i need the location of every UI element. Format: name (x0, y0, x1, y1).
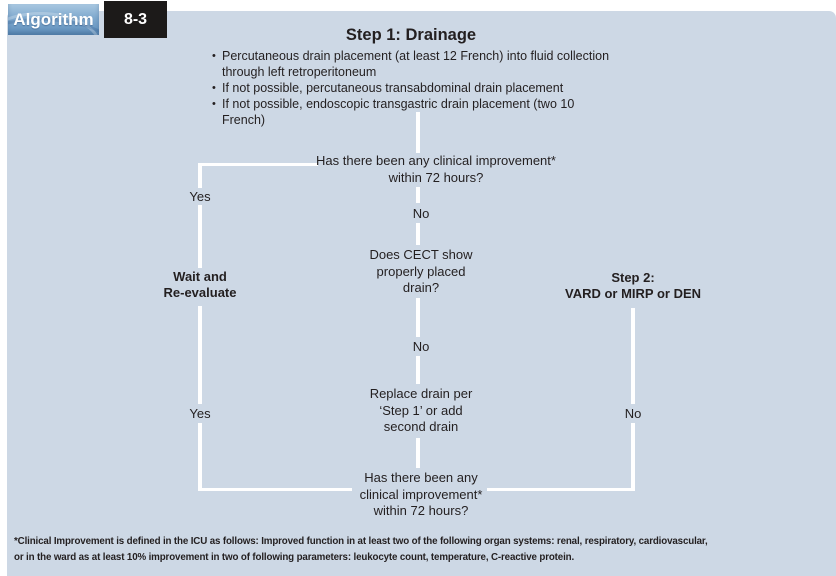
algorithm-badge: Algorithm (8, 4, 99, 35)
question-clinical-improvement-1: Has there been any clinical improvement*… (286, 153, 586, 186)
algorithm-number: 8-3 (123, 10, 148, 28)
question-line: Does CECT show (369, 247, 473, 262)
question-line: Has there been any (364, 470, 478, 485)
step1-bullet-list: • Percutaneous drain placement (at least… (212, 48, 616, 128)
connector-yes-to-wait (198, 205, 202, 268)
step1-bullet: • If not possible, endoscopic transgastr… (212, 96, 616, 128)
connector-right-to-q3 (631, 423, 635, 491)
connector-q1-yes-horizontal (198, 163, 318, 166)
step1-bullet-text: If not possible, endoscopic transgastric… (222, 97, 575, 127)
algorithm-badge-label: Algorithm (13, 9, 94, 29)
connector-q2-to-no (416, 298, 420, 337)
footnote-line: or in the ward as at least 10% improveme… (14, 551, 575, 563)
branch-label-no-3: No (624, 406, 642, 421)
connector-action-to-q3 (416, 438, 420, 468)
connector-q1-to-no (416, 187, 420, 203)
question-line: clinical improvement* (359, 486, 483, 502)
action-line: Replace drain per (369, 386, 473, 401)
step1-bullet-text: Percutaneous drain placement (at least 1… (222, 49, 610, 79)
bullet-dot-icon: • (212, 82, 216, 94)
branch-label-yes-1: Yes (189, 189, 211, 204)
bullet-dot-icon: • (212, 98, 216, 110)
step1-bullet-text: If not possible, percutaneous transabdom… (222, 81, 564, 95)
branch-label-yes-2: Yes (189, 406, 211, 421)
question-line: drain? (402, 280, 440, 295)
algorithm-number-badge: 8-3 (104, 1, 167, 38)
outcome-step2-vard-mirp-den: Step 2: VARD or MIRP or DEN (523, 270, 743, 302)
footnote: *Clinical Improvement is defined in the … (14, 533, 708, 565)
connector-wait-down (198, 306, 202, 404)
action-line: ‘Step 1’ or add (379, 402, 463, 418)
branch-label-no-2: No (412, 339, 430, 354)
step1-bullet: • If not possible, percutaneous transabd… (212, 80, 616, 96)
outcome-line: Step 2: (611, 270, 655, 285)
step1-title: Step 1: Drainage (345, 26, 477, 44)
question-line: Has there been any clinical improvement* (316, 153, 556, 168)
question-line: properly placed (376, 263, 466, 279)
connector-no-to-action (416, 356, 420, 384)
bullet-dot-icon: • (212, 50, 216, 62)
outcome-wait-reevaluate: Wait and Re-evaluate (120, 269, 280, 301)
connector-left-q3-horizontal (198, 488, 352, 491)
connector-step1-to-q1 (416, 112, 420, 153)
footnote-line: *Clinical Improvement is defined in the … (14, 535, 708, 547)
outcome-line: Re-evaluate (163, 285, 237, 300)
connector-left-segment (198, 163, 202, 188)
flowchart-panel (7, 11, 836, 576)
question-line: within 72 hours? (388, 169, 484, 185)
connector-no-to-q2 (416, 223, 420, 245)
question-clinical-improvement-2: Has there been any clinical improvement*… (271, 470, 571, 520)
outcome-line: VARD or MIRP or DEN (564, 286, 702, 301)
connector-right-q3-horizontal (487, 488, 635, 491)
action-line: second drain (383, 419, 459, 434)
connector-step2-down (631, 308, 635, 404)
action-replace-drain: Replace drain per ‘Step 1’ or add second… (271, 386, 571, 436)
question-cect-drain: Does CECT show properly placed drain? (271, 247, 571, 297)
connector-left-to-q3 (198, 423, 202, 491)
branch-label-no-1: No (412, 206, 430, 221)
question-line: within 72 hours? (373, 503, 469, 518)
step1-bullet: • Percutaneous drain placement (at least… (212, 48, 616, 80)
outcome-line: Wait and (173, 269, 227, 284)
